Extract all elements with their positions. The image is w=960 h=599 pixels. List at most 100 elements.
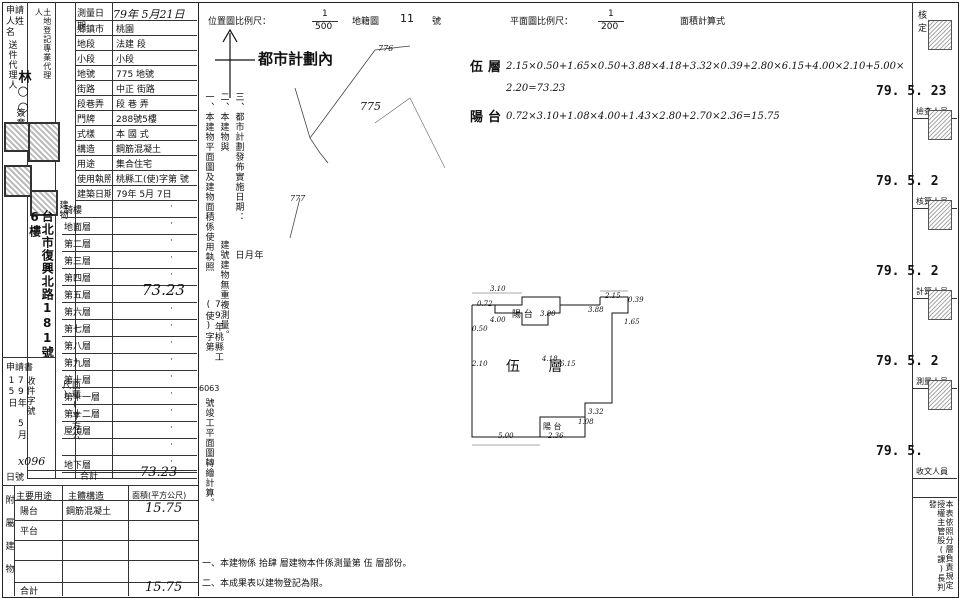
total-area: 73.23 (140, 465, 178, 480)
approval-date: 79. 5. 2 (876, 264, 939, 279)
survey-date: 79年 5月21日 (113, 8, 185, 21)
calc-label: 陽 (470, 110, 484, 125)
dimension-label: 3.80 (540, 310, 556, 318)
balcony2-label: 陽 台 (543, 422, 562, 431)
row-divider (75, 155, 197, 156)
row-value: 本 國 式 (116, 130, 149, 140)
application-date: 79年 5月 15日 (6, 376, 26, 440)
floor-area-dot: · (170, 253, 173, 263)
row-divider (75, 80, 197, 81)
floor-label: 屋頂層 (64, 427, 92, 437)
floor-label: 第十二層 (64, 410, 101, 420)
floor-label: 第九層 (64, 359, 92, 369)
row-label: 街路 (77, 85, 96, 95)
dimension-label: 0.72 (477, 300, 493, 308)
floor-plan (471, 290, 629, 446)
annex-struct: 鋼筋混凝土 (66, 507, 112, 517)
row-value: 中正 街路 (116, 85, 155, 95)
row-label: 式樣 (77, 130, 96, 140)
annex-divider (14, 560, 198, 561)
floor-area-dot: · (170, 287, 173, 297)
floor-divider (62, 387, 197, 388)
floor-divider (62, 268, 197, 269)
note-1c: 6063 (199, 384, 220, 393)
dimension-label: 4.00 (490, 316, 506, 324)
row-label: 建築日期 (77, 190, 111, 200)
approval-date: 79. 5. 2 (876, 174, 939, 189)
floor-label: 騎樓 (64, 206, 83, 216)
bottom-note-2: 二、本成果表以建物登記為限。 (202, 579, 329, 589)
floor-label: 第八層 (64, 342, 92, 352)
floor-area-dot: · (170, 372, 173, 382)
dimension-label: 0.39 (628, 296, 644, 304)
floor-label: 第七層 (64, 325, 92, 335)
floor-divider (62, 285, 197, 286)
floor-label: 第四層 (64, 274, 92, 284)
dimension-label: 2.15 (605, 292, 621, 300)
map-sheet-label: 地籍圖 (352, 17, 380, 27)
floor-area-dot: · (170, 270, 173, 280)
approval-stamp (928, 380, 952, 410)
approval-stamp (928, 200, 952, 230)
calc-label: 伍 (470, 60, 484, 75)
note-1d: 號竣工平面圖轉繪計算。 (203, 398, 214, 508)
dimension-label: 1.65 (624, 318, 640, 326)
calc-sub: 台 (488, 110, 502, 125)
floor-label: 第十一層 (64, 393, 101, 403)
survey-label: 測量日期 (77, 9, 105, 32)
approval-role: 收文人員 (916, 467, 948, 476)
floor-area-dot: · (170, 389, 173, 399)
floor-area-dot: · (170, 338, 173, 348)
row-value: 79年 5月 7日 (116, 190, 172, 200)
row-label: 小段 (77, 55, 96, 65)
calc-sub: 層 (488, 60, 502, 75)
seal-label: 簽章 (14, 108, 25, 128)
dimension-label: 6.15 (560, 360, 576, 368)
dimension-label: 2.10 (472, 360, 488, 368)
location-scale-den: 500 (315, 22, 333, 32)
floor-label: 第五層 (64, 291, 92, 301)
floor-label: 第二層 (64, 240, 92, 250)
row-divider (75, 185, 197, 186)
row-divider (75, 50, 197, 51)
note-2b: 建號建物無重複測量。 (218, 240, 229, 340)
right-footer-note: 本表依照分層負責規定授權主管股(課)長判發 (928, 500, 955, 592)
calc-formula: 0.72×3.10+1.08×4.00+1.43×2.80+2.70×2.36=… (506, 111, 780, 122)
annex-header-use: 主要用途 (16, 492, 53, 502)
floor-label: 地面層 (64, 223, 92, 233)
floor-area-dot: · (170, 202, 173, 212)
approval-stamp (928, 290, 952, 320)
annex-divider (14, 540, 198, 541)
floor-divider (62, 217, 197, 218)
annex-label: 附屬建物 (3, 495, 14, 587)
floor-area-dot: · (170, 440, 173, 450)
agent-name: 林○○ (15, 70, 31, 116)
applicant-address: 台北市復興北路181號6樓 (27, 210, 55, 359)
annex-total: 15.75 (145, 580, 183, 595)
dimension-label: 3.88 (588, 306, 604, 314)
dimension-label: 3.32 (588, 408, 604, 416)
plan-scale-label: 平面圖比例尺： (510, 17, 574, 27)
location-scale-num: 1 (322, 9, 328, 19)
receipt-label: 收件字號 (24, 376, 35, 416)
agent-note: 土地登記專業代理人 (34, 8, 52, 80)
dimension-label: 5.00 (498, 432, 514, 440)
note-3b: 年 月 日 (233, 250, 263, 295)
row-divider (75, 170, 197, 171)
receipt-number: x096 (18, 455, 46, 468)
floor-area-dot: · (170, 321, 173, 331)
row-value: 桃縣工(使)字第 號 (116, 175, 189, 185)
agent-seal-stamp (4, 122, 30, 152)
building-label: 建物 (57, 200, 68, 220)
row-label: 用途 (77, 160, 96, 170)
floor-divider (62, 404, 197, 405)
annex-divider (14, 500, 198, 501)
row-value: 小段 (116, 55, 135, 65)
floor-divider (62, 370, 197, 371)
floor-divider (62, 336, 197, 337)
left-form-panel (2, 2, 199, 596)
total-label: 合計 (80, 472, 99, 482)
approval-stamp (928, 20, 952, 50)
location-map (215, 28, 446, 238)
